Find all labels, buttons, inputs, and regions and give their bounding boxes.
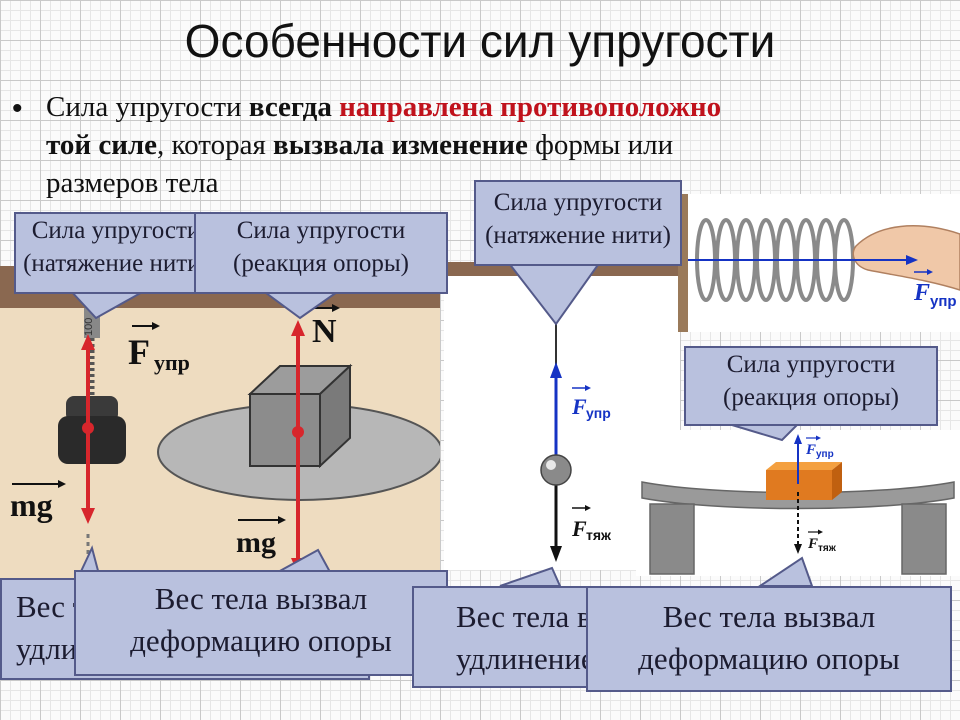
ball-f-sub: упр [586, 405, 611, 421]
ball-g-sub: тяж [586, 527, 612, 543]
bridge-leg-right [901, 503, 947, 575]
bullet-text: Сила упругости всегда направлена противо… [46, 88, 926, 202]
mass-label: 100 [83, 318, 95, 336]
callout-line: Сила упругости [236, 217, 406, 244]
normal-label: N [312, 313, 337, 350]
callout-thread-right: Сила упругости (натяжение нити) [474, 180, 682, 266]
slide-title: Особенности сил упругости [184, 15, 776, 67]
callout-line: (реакция опоры) [233, 250, 409, 277]
callout-2-tail [258, 289, 344, 320]
text-red-bold: направлена противоположно [339, 91, 722, 123]
ball-f-label: F [571, 394, 587, 419]
callout-line: Сила упругости [726, 351, 896, 378]
callout-thread-left: Сила упругости (натяжение нити) [14, 212, 218, 294]
callout-support-right: Сила упругости (реакция опоры) [684, 346, 938, 426]
callout-1-tail [67, 289, 150, 320]
ball-highlight [546, 460, 556, 470]
callout-support-left: Сила упругости (реакция опоры) [194, 212, 448, 294]
text-plain: Сила упругости [46, 91, 249, 123]
bridge-figure: F упр F тяж [636, 430, 960, 576]
bridge-g-label: F [807, 536, 818, 552]
callout-line: Вес тела вызвал [662, 599, 876, 634]
bridge-f-label: F [805, 442, 816, 458]
text-plain: размеров тела [46, 167, 219, 199]
bottom-3-tail [499, 566, 562, 587]
text-plain: формы или [527, 129, 674, 161]
callout-line: Сила упругости [31, 217, 201, 244]
coil-sub: упр [930, 293, 957, 310]
weight-down-arrowhead [81, 508, 95, 524]
text-bold: вызвала изменение [273, 129, 528, 161]
callout-line: деформацию опоры [130, 623, 392, 658]
callout-line: деформацию опоры [638, 641, 900, 676]
box-gravity-label: mg [236, 526, 276, 559]
box-front [249, 393, 321, 467]
text-bold: всегда [248, 91, 332, 123]
wall [678, 194, 688, 332]
weight-up-arrowhead [81, 334, 95, 350]
spring-force-label: F [128, 332, 150, 372]
bridge-f-sub: упр [816, 449, 834, 460]
spring-force-sub: упр [154, 350, 190, 375]
coil-label: F [913, 280, 930, 306]
bridge-g-sub: тяж [818, 543, 837, 554]
callout-line: (натяжение нити) [485, 222, 671, 249]
bullet-marker: • [12, 92, 23, 125]
bottom-callout-4: Вес тела вызвал деформацию опоры [586, 586, 952, 692]
block-top [766, 462, 842, 470]
callout-line: (реакция опоры) [723, 384, 899, 411]
bottom-callout-2: Вес тела вызвал деформацию опоры [74, 570, 448, 676]
box-center-dot [292, 426, 304, 438]
callout-line: Сила упругости [493, 189, 663, 216]
text-bold: той силе [46, 129, 158, 161]
bottom-4-tail [756, 556, 814, 587]
text-plain: , которая [157, 129, 274, 161]
weight-top [66, 396, 118, 422]
callout-line: Вес тела вызвал [154, 581, 368, 616]
bridge-leg-left [649, 503, 695, 575]
weight-body [58, 416, 126, 464]
callout-line: (натяжение нити) [23, 250, 209, 277]
block-side [832, 462, 842, 500]
weight-gravity-label: mg [10, 487, 53, 523]
ball-g-label: F [571, 516, 587, 541]
callout-3-tail [505, 261, 602, 326]
bottom-2-tail [277, 548, 332, 573]
weight-center-dot [82, 422, 94, 434]
coil-figure: F упр [678, 194, 960, 332]
